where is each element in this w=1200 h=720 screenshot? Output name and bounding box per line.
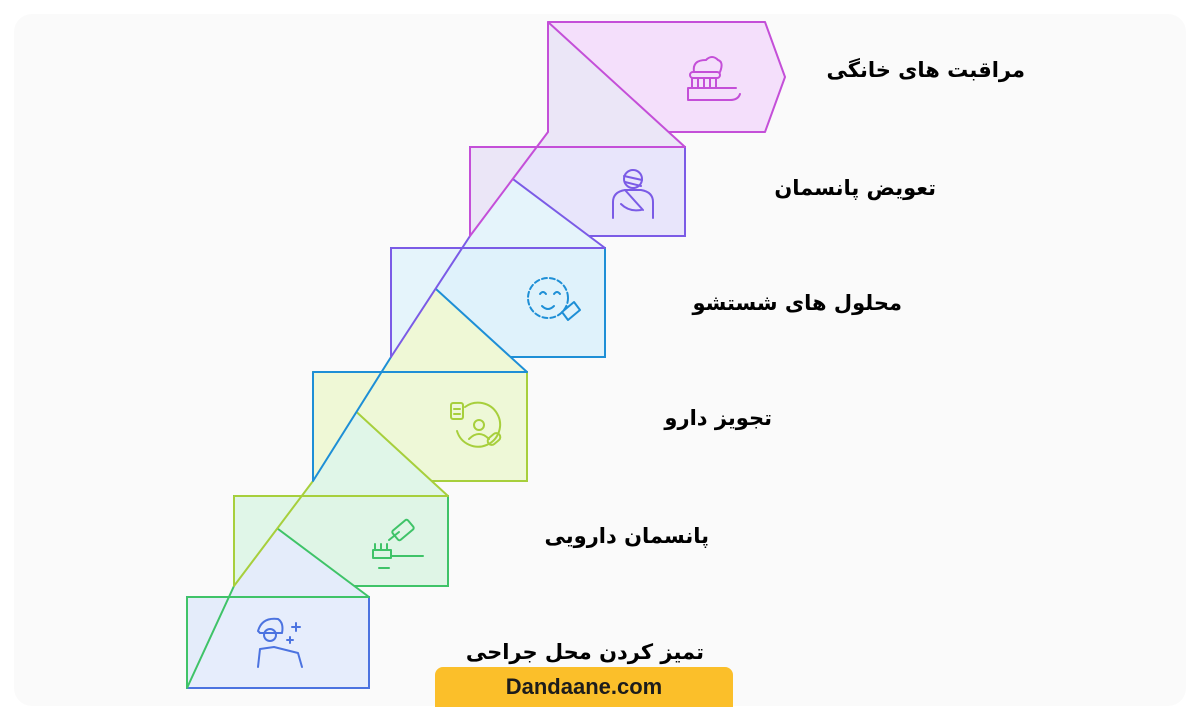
step-label-medicated-dressing: پانسمان دارویی <box>544 524 709 548</box>
stair-icons <box>257 56 741 668</box>
prescription-icon <box>450 401 502 448</box>
face-shield-cleaning-icon <box>257 617 303 668</box>
watermark-banner: Dandaane.com <box>435 667 733 707</box>
step-label-clean-surgical-site: تمیز کردن محل جراحی <box>465 640 704 664</box>
bandaged-patient-icon <box>612 169 654 219</box>
step-fold-0 <box>469 21 686 237</box>
step-label-home-care: مراقبت های خانگی <box>826 58 1026 82</box>
toothbrush-icon <box>687 56 741 101</box>
ointment-toothbrush-icon <box>372 518 424 569</box>
face-cleanser-icon <box>527 277 581 321</box>
step-label-prescription: تجویز دارو <box>664 406 772 430</box>
stair-shapes <box>186 21 786 689</box>
step-label-dressing-change: تعویض پانسمان <box>774 176 936 200</box>
step-label-rinse-solutions: محلول های شستشو <box>692 291 902 315</box>
